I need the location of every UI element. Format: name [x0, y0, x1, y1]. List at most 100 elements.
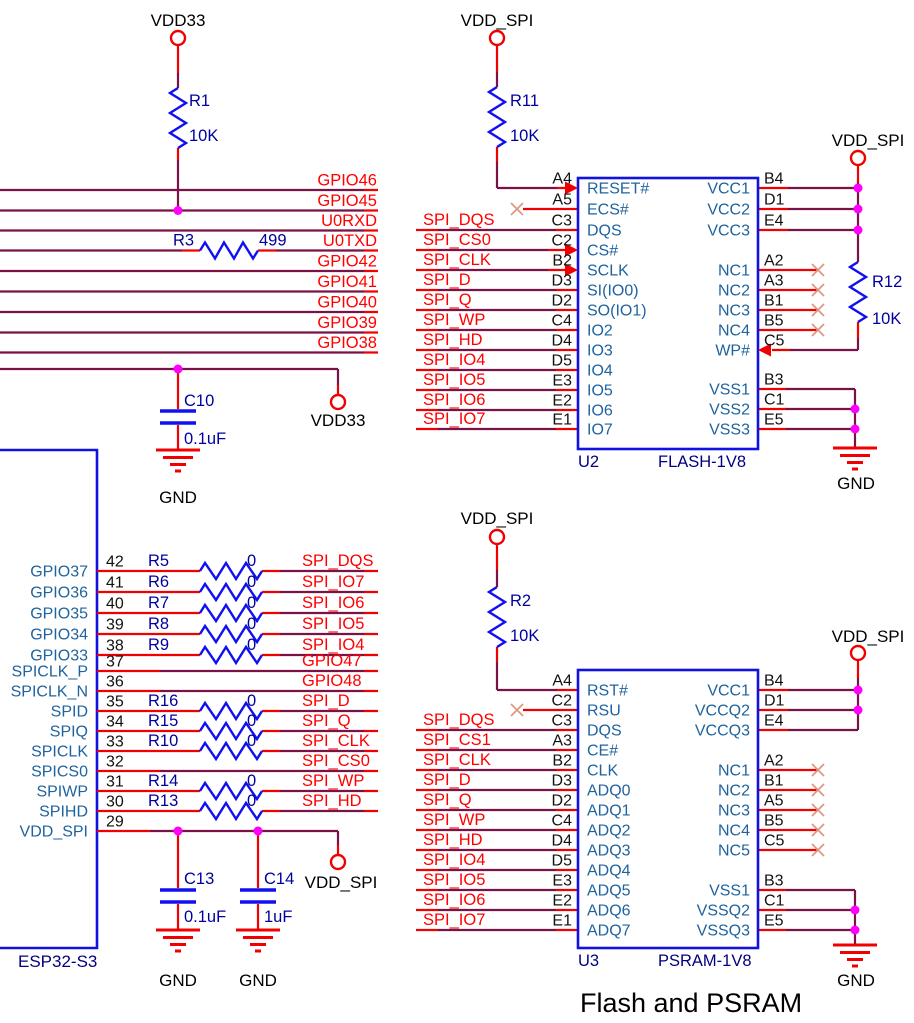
net-label: SPI_HD: [302, 792, 362, 810]
psram-pin-name: ADQ0: [587, 783, 631, 800]
net-label: SPI_Q: [302, 712, 351, 730]
net-label: SPI_DQS: [302, 552, 374, 570]
resistor-R12-value: 10K: [872, 310, 901, 328]
net-label: SPI_CLK: [302, 732, 370, 750]
net-label: SPI_DQS: [423, 711, 495, 729]
net-label: GPIO41: [317, 273, 377, 291]
flash-pin-number: E4: [764, 213, 784, 230]
flash-pin-name: NC3: [718, 303, 750, 320]
gnd-label: GND: [837, 971, 875, 990]
flash-net-wires: [438, 72, 860, 448]
flash-pin-name: NC1: [718, 263, 750, 280]
net-label: U0TXD: [323, 232, 377, 250]
psram-pin-name: NC3: [718, 803, 750, 820]
flash-pin-name: SCLK: [587, 263, 629, 280]
psram-pin-name: VSSQ3: [697, 923, 750, 940]
esp32-section: GPIO37 GPIO36 GPIO35 GPIO34 GPIO33 SPICL…: [0, 448, 378, 990]
flash-pin-name: IO2: [587, 323, 613, 340]
flash-section: VDD_SPI R11 10K A4 A5 C3 C2 B2 D3 D2 C4 …: [416, 11, 904, 493]
resistor-R3-ref: R3: [173, 232, 194, 250]
psram-pin-name: ADQ6: [587, 903, 631, 920]
esp32-pin-number: 39: [106, 617, 124, 634]
esp32-pin-number: 29: [106, 814, 124, 831]
resistor-R13: [198, 800, 264, 822]
psram-pin-number: E5: [764, 913, 784, 930]
esp32-ref: ESP32-S3: [18, 952, 97, 971]
junction-dot: [173, 206, 183, 215]
resistor-ref: R16: [148, 692, 178, 710]
net-label: GPIO47: [302, 652, 362, 670]
net-label: SPI_DQS: [423, 211, 495, 229]
flash-pin-number: D5: [552, 353, 573, 370]
resistor-R3: [198, 240, 260, 261]
flash-pin-number: C3: [552, 213, 573, 230]
psram-pin-stubs: [416, 544, 860, 932]
psram-pin-name: VCCQ3: [695, 723, 750, 740]
psram-pin-name: ADQ1: [587, 803, 631, 820]
psram-pin-number: D1: [764, 693, 785, 710]
psram-pin-name: RSU: [587, 703, 621, 720]
psram-ref: U3: [578, 952, 599, 970]
vdd-spi-port-circle: [488, 528, 506, 546]
bus-wire-pin-ends: [176, 45, 378, 450]
resistor-R7: [198, 602, 264, 624]
flash-part-value: FLASH-1V8: [658, 453, 746, 471]
flash-pin-name: SI(IO0): [587, 283, 639, 300]
net-label: SPI_WP: [423, 311, 485, 329]
junction-dot: [850, 424, 860, 434]
pin-arrow: [758, 343, 771, 357]
flash-pin-name: VCC3: [707, 223, 750, 240]
flash-pin-number: D3: [552, 273, 573, 290]
resistor-value: 0: [247, 573, 256, 591]
resistor-ref: R5: [148, 552, 169, 570]
net-label: SPI_IO4: [423, 851, 485, 869]
resistor-ref: R9: [148, 636, 169, 654]
flash-pin-number: A4: [552, 171, 572, 188]
esp32-pin-number: 31: [106, 774, 124, 791]
vdd-spi-port-circle: [488, 29, 506, 47]
junction-dot: [173, 826, 183, 836]
flash-pin-name: RESET#: [587, 181, 649, 198]
esp32-pin-name: GPIO33: [30, 648, 88, 665]
net-label: SPI_CLK: [423, 251, 491, 269]
resistor-ref: R15: [148, 712, 178, 730]
capacitor-C14-ref: C14: [264, 870, 294, 888]
net-label: SPI_IO7: [423, 911, 485, 929]
resistor-R14: [198, 780, 264, 802]
psram-pin-name: ADQ2: [587, 823, 631, 840]
net-label: U0RXD: [321, 212, 377, 230]
esp32-pin-name: VDD_SPI: [20, 824, 88, 841]
psram-part-value: PSRAM-1V8: [658, 952, 752, 970]
esp32-pin-name: SPICLK_N: [11, 684, 88, 701]
psram-pin-number: D3: [552, 773, 573, 790]
psram-pin-number: C3: [552, 713, 573, 730]
flash-pin-number: D1: [764, 192, 785, 209]
psram-pin-number: C1: [764, 893, 785, 910]
resistor-value: 0: [247, 594, 256, 612]
resistor-ref: R10: [148, 732, 178, 750]
net-label: SPI_Q: [423, 791, 472, 809]
flash-pin-number: B3: [764, 372, 784, 389]
net-label: SPI_WP: [423, 811, 485, 829]
esp32-pin-name: GPIO35: [30, 606, 88, 623]
net-label: SPI_CLK: [423, 751, 491, 769]
no-connect-x: [811, 263, 825, 337]
net-label: SPI_IO6: [423, 391, 485, 409]
psram-pin-number: A4: [552, 673, 572, 690]
capacitor-C13: [160, 888, 196, 904]
net-label: GPIO48: [302, 672, 362, 690]
psram-pin-name: ADQ5: [587, 883, 631, 900]
pin-arrow: [565, 181, 578, 195]
esp32-net-wires: [150, 569, 364, 845]
resistor-R2-value: 10K: [510, 627, 539, 645]
flash-pin-name: IO4: [587, 363, 613, 380]
resistor-R12: [847, 260, 869, 324]
psram-pin-name: CE#: [587, 743, 618, 760]
esp32-pin-name: SPICLK_P: [12, 664, 88, 681]
esp32-pin-name: GPIO37: [30, 564, 88, 581]
esp32-pin-name: SPICS0: [31, 764, 88, 781]
esp32-pin-name: SPID: [51, 704, 88, 721]
resistor-R2-ref: R2: [510, 592, 531, 610]
resistor-R8: [198, 623, 264, 645]
